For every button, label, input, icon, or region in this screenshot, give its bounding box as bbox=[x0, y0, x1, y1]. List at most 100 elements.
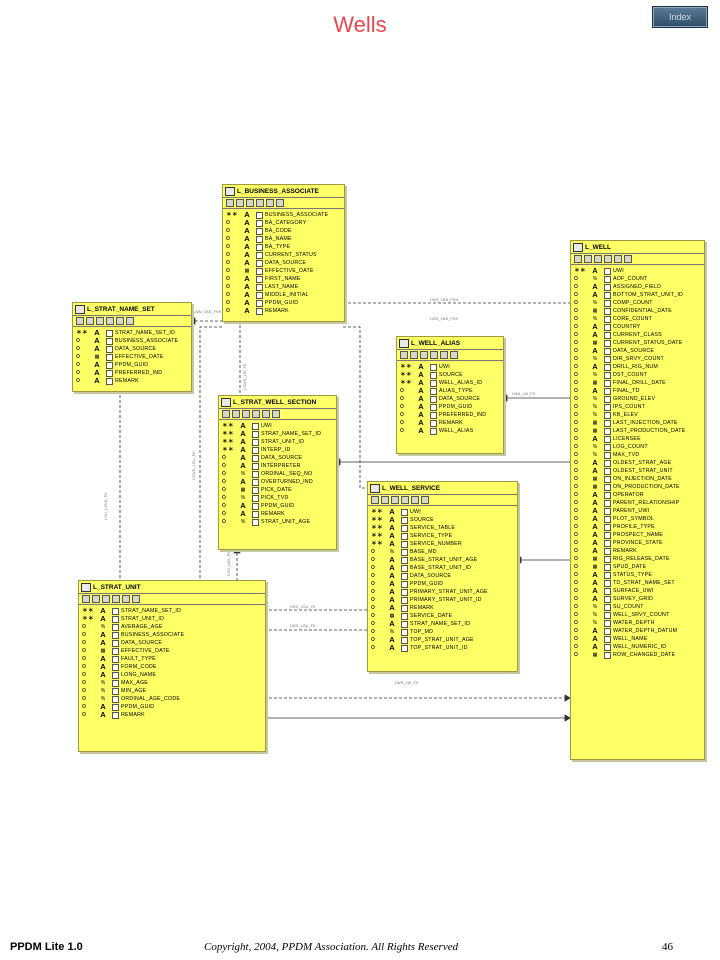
text-type-icon: A bbox=[592, 570, 598, 579]
column-icon bbox=[401, 588, 408, 596]
text-type-icon: A bbox=[244, 250, 250, 259]
optional-icon: o bbox=[574, 435, 578, 442]
toolbar-icon[interactable] bbox=[440, 351, 448, 359]
toolbar-icon[interactable] bbox=[584, 255, 592, 263]
toolbar-icon[interactable] bbox=[276, 199, 284, 207]
toolbar-icon[interactable] bbox=[116, 317, 124, 325]
toolbar-icon[interactable] bbox=[262, 410, 270, 418]
toolbar-icon[interactable] bbox=[594, 255, 602, 263]
toolbar-icon[interactable] bbox=[421, 496, 429, 504]
toolbar-icon[interactable] bbox=[106, 317, 114, 325]
toolbar-icon[interactable] bbox=[614, 255, 622, 263]
toolbar-icon[interactable] bbox=[82, 595, 90, 603]
toolbar-icon[interactable] bbox=[252, 410, 260, 418]
toolbar-icon[interactable] bbox=[400, 351, 408, 359]
toolbar-icon[interactable] bbox=[411, 496, 419, 504]
column-icon bbox=[604, 555, 611, 563]
toolbar-icon[interactable] bbox=[92, 595, 100, 603]
toolbar-icon[interactable] bbox=[232, 410, 240, 418]
toolbar-icon[interactable] bbox=[102, 595, 110, 603]
date-type-icon: ▦ bbox=[100, 648, 106, 654]
toolbar-icon[interactable] bbox=[246, 199, 254, 207]
toolbar-icon[interactable] bbox=[272, 410, 280, 418]
text-type-icon: A bbox=[240, 501, 246, 510]
column-icon bbox=[604, 611, 611, 619]
column-name: DATA_SOURCE bbox=[410, 573, 452, 579]
column-name: SERVICE_TYPE bbox=[410, 533, 453, 539]
toolbar-icon[interactable] bbox=[624, 255, 632, 263]
toolbar-icon[interactable] bbox=[132, 595, 140, 603]
column-icon bbox=[604, 483, 611, 491]
toolbar-icon[interactable] bbox=[86, 317, 94, 325]
toolbar-icon[interactable] bbox=[256, 199, 264, 207]
text-type-icon: A bbox=[418, 378, 424, 387]
column-row: o%CORE_COUNT bbox=[571, 315, 704, 323]
column-name: PROFILE_TYPE bbox=[613, 524, 655, 530]
optional-icon: o bbox=[400, 403, 404, 410]
toolbar-icon[interactable] bbox=[430, 351, 438, 359]
text-type-icon: A bbox=[592, 282, 598, 291]
arrow-head bbox=[233, 547, 241, 554]
toolbar-icon[interactable] bbox=[96, 317, 104, 325]
toolbar-icon[interactable] bbox=[391, 496, 399, 504]
number-type-icon: % bbox=[592, 412, 598, 418]
toolbar-icon[interactable] bbox=[236, 199, 244, 207]
toolbar-icon[interactable] bbox=[266, 199, 274, 207]
toolbar-icon[interactable] bbox=[371, 496, 379, 504]
column-row: o%GROUND_ELEV bbox=[571, 395, 704, 403]
column-name: GROUND_ELEV bbox=[613, 396, 656, 402]
toolbar-icon[interactable] bbox=[126, 317, 134, 325]
optional-icon: o bbox=[574, 499, 578, 506]
optional-icon: o bbox=[222, 462, 226, 469]
toolbar-icon[interactable] bbox=[122, 595, 130, 603]
toolbar-icon[interactable] bbox=[450, 351, 458, 359]
column-icon bbox=[401, 644, 408, 652]
column-icon bbox=[106, 361, 113, 369]
column-name: STRAT_NAME_SET_ID bbox=[261, 431, 322, 437]
column-name: REMARK bbox=[265, 308, 289, 314]
toolbar-icon[interactable] bbox=[401, 496, 409, 504]
text-type-icon: A bbox=[389, 603, 395, 612]
column-name: BASE_MD bbox=[410, 549, 437, 555]
toolbar-icon[interactable] bbox=[112, 595, 120, 603]
column-name: TOP_MD bbox=[410, 629, 434, 635]
optional-icon: o bbox=[574, 323, 578, 330]
toolbar-icon[interactable] bbox=[76, 317, 84, 325]
index-button[interactable]: Index bbox=[652, 6, 708, 28]
toolbar-icon[interactable] bbox=[604, 255, 612, 263]
toolbar-icon[interactable] bbox=[222, 410, 230, 418]
toolbar-icon[interactable] bbox=[574, 255, 582, 263]
column-name: STRAT_UNIT_ID bbox=[261, 439, 305, 445]
toolbar-icon[interactable] bbox=[420, 351, 428, 359]
text-type-icon: A bbox=[592, 346, 598, 355]
column-icon bbox=[604, 387, 611, 395]
column-icon bbox=[401, 564, 408, 572]
column-name: FAULT_TYPE bbox=[121, 656, 156, 662]
optional-icon: o bbox=[574, 571, 578, 578]
optional-icon: o bbox=[222, 494, 226, 501]
column-name: OPERATOR bbox=[613, 492, 644, 498]
toolbar-icon[interactable] bbox=[381, 496, 389, 504]
optional-icon: o bbox=[226, 307, 230, 314]
rel-label: LWS_LW_FK bbox=[395, 680, 419, 685]
toolbar-icon[interactable] bbox=[410, 351, 418, 359]
toolbar-icon[interactable] bbox=[226, 199, 234, 207]
column-name: SERVICE_TABLE bbox=[410, 525, 456, 531]
column-name: ROW_CHANGED_DATE bbox=[613, 652, 676, 658]
text-type-icon: A bbox=[94, 328, 100, 337]
toolbar-icon[interactable] bbox=[242, 410, 250, 418]
column-name: SERVICE_NUMBER bbox=[410, 541, 462, 547]
